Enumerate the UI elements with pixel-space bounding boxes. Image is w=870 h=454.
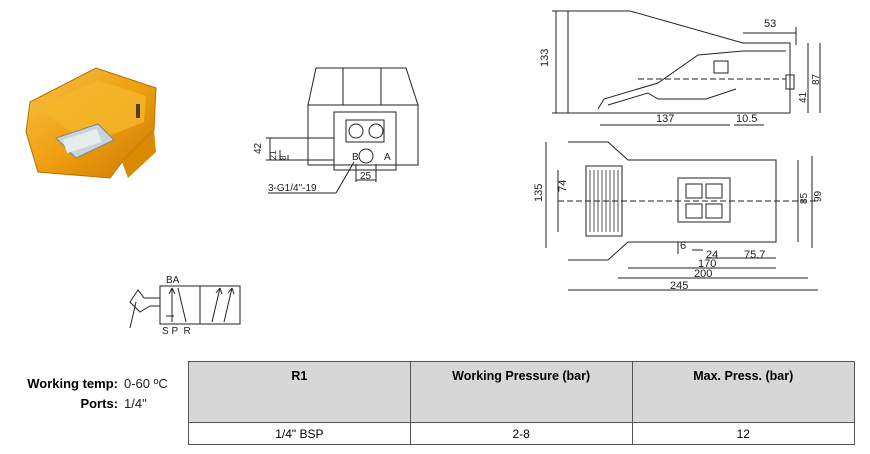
spec-ports: Ports: 1/4" [0,393,180,413]
dim-25: 25 [360,171,372,182]
dim-200: 200 [694,268,712,280]
dim-8: 8 [279,155,288,160]
port-label-b: B [352,152,359,163]
dim-42: 42 [253,142,264,154]
table-header: Working Pressure (bar) [409,361,633,423]
specs-list: Working temp: 0-60 ºC Ports: 1/4" [0,373,180,413]
side-view-drawing: 133 53 41 87 137 10.5 [539,10,822,126]
spec-table: R1 Working Pressure (bar) Max. Press. (b… [188,361,856,445]
valve-symbol: BA S P R [129,275,241,337]
spec-label: Ports: [80,395,118,411]
dim-53: 53 [764,18,776,30]
dim-10-5: 10.5 [736,113,757,125]
dim-245: 245 [670,280,688,292]
spec-value: 1/4" [124,395,147,411]
table-header: Max. Press. (bar) [631,361,856,423]
plan-view-drawing: 135 74 85 99 6 24 75.7 170 200 245 [533,141,824,292]
table-cell: 2-8 [409,422,633,445]
port-label-a: A [384,152,391,163]
dim-87: 87 [811,73,822,85]
table-row: 1/4" BSP 2-8 12 [188,422,856,445]
dim-24: 24 [706,249,718,261]
symbol-bottom-labels: S P R [162,326,191,337]
thread-callout: 3-G1/4"-19 [268,183,317,194]
dim-75-7: 75.7 [744,249,765,261]
dim-85: 85 [799,192,810,204]
product-photo [25,67,157,179]
dim-133: 133 [539,49,551,67]
dim-74: 74 [557,180,569,192]
spec-working-temp: Working temp: 0-60 ºC [0,373,180,393]
dim-21: 21 [268,150,278,160]
dim-6: 6 [680,240,686,252]
dim-137: 137 [656,113,674,125]
table-header: R1 [188,361,411,423]
dim-170: 170 [698,258,716,270]
dim-99: 99 [813,190,824,202]
symbol-top-labels: BA [166,275,180,286]
front-view-drawing: 42 21 8 B A 25 3-G1/4"-19 [253,67,419,194]
table-cell: 1/4" BSP [188,422,411,445]
table-cell: 12 [631,422,856,445]
table-header-row: R1 Working Pressure (bar) Max. Press. (b… [188,361,856,423]
dim-41: 41 [798,91,809,103]
spec-label: Working temp: [27,375,118,391]
spec-value: 0-60 ºC [124,375,168,391]
dim-135: 135 [533,184,545,202]
